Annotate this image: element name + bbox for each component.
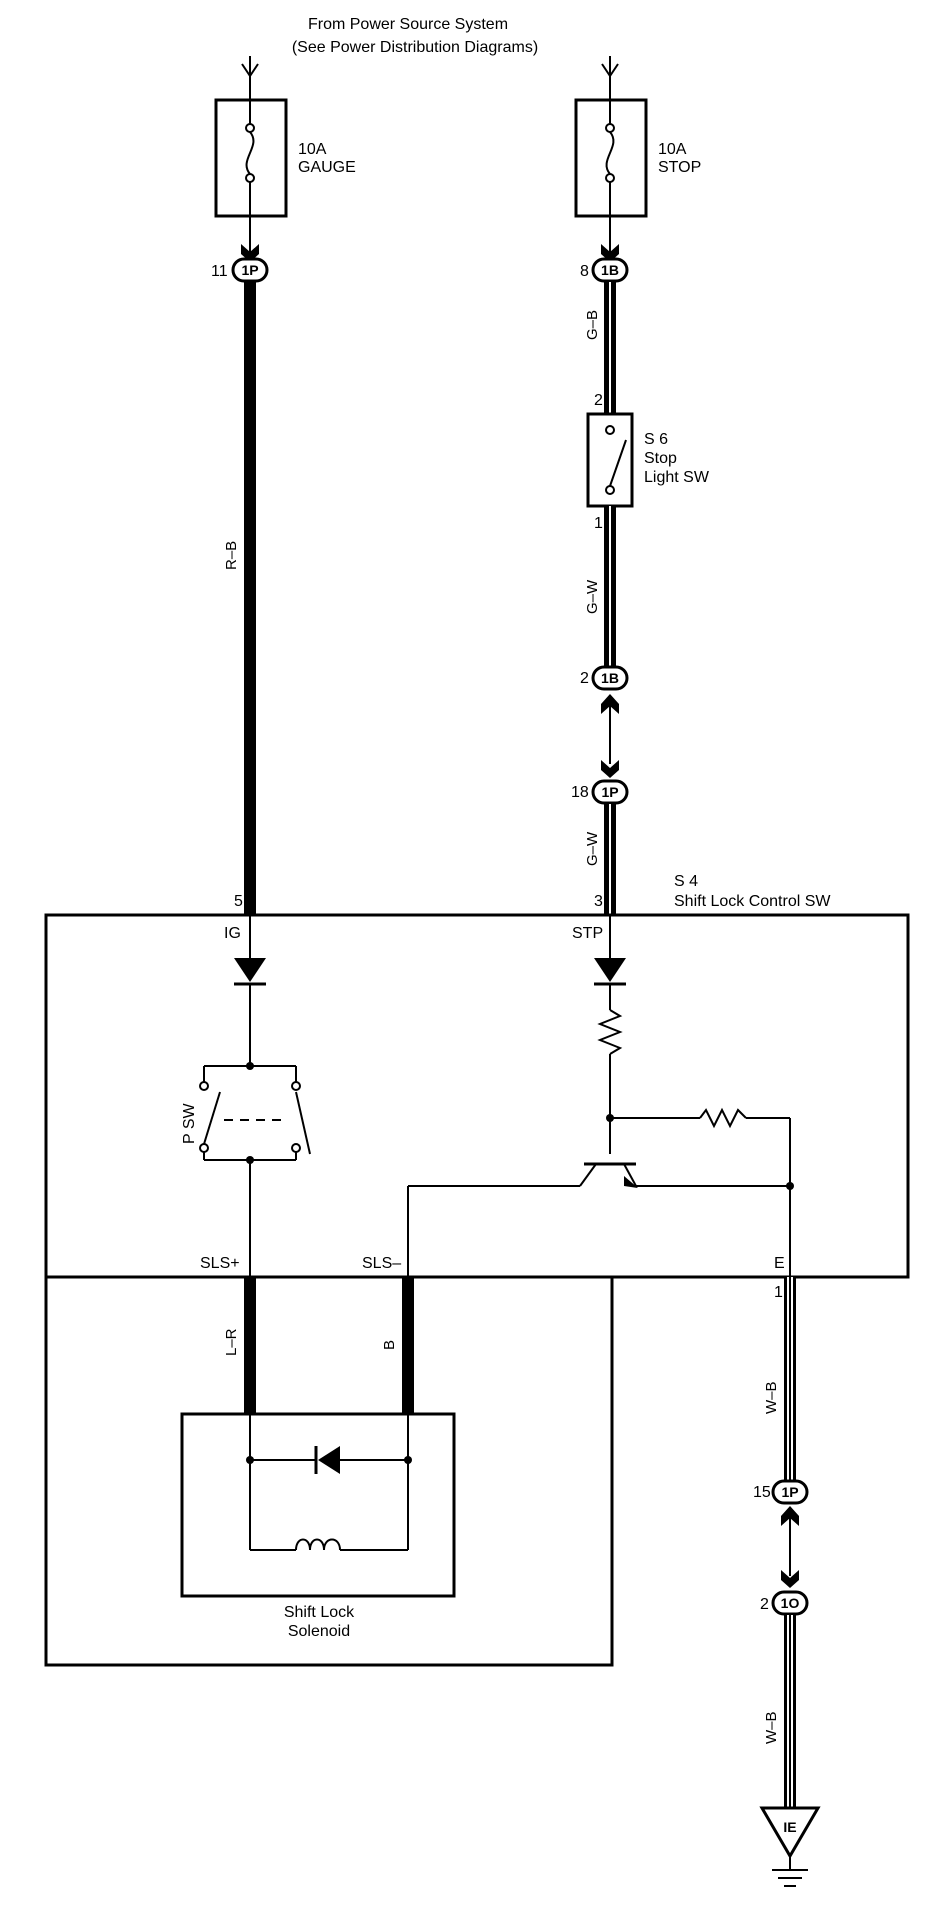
stop-light-switch <box>586 412 634 508</box>
solenoid-coil-icon <box>295 1538 341 1551</box>
terminal-ig: IG <box>224 925 241 942</box>
fuse-stop <box>574 98 648 218</box>
solenoid-diode-icon <box>314 1446 340 1474</box>
wire-label-g-w-1: G–W <box>584 579 601 614</box>
solenoid-name-2: Solenoid <box>288 1623 350 1640</box>
fuse-gauge-name: GAUGE <box>298 159 356 176</box>
svg-text:2: 2 <box>580 670 589 687</box>
svg-text:IE: IE <box>783 1819 796 1835</box>
s6-pin-top: 2 <box>594 392 603 409</box>
wire-label-b: B <box>381 1340 398 1350</box>
s6-code: S 6 <box>644 431 668 448</box>
svg-text:1O: 1O <box>781 1595 800 1611</box>
power-input-arrow-right <box>601 56 619 100</box>
connector-arrow-icon <box>601 760 619 778</box>
s4-name: Shift Lock Control SW <box>674 893 831 910</box>
terminal-sls-plus: SLS+ <box>200 1255 240 1272</box>
connector-arrow-icon <box>781 1570 799 1588</box>
fuse-stop-name: STOP <box>658 159 701 176</box>
park-switch-label: P SW <box>181 1103 198 1145</box>
diode-stp-icon <box>594 958 626 986</box>
s4-pin-e: 1 <box>774 1284 783 1301</box>
connector-15-1p: 15 1P <box>753 1479 809 1505</box>
park-switch <box>199 1065 311 1161</box>
wire-label-w-b-1: W–B <box>763 1381 780 1414</box>
fuse-gauge <box>214 98 288 218</box>
solenoid-name-1: Shift Lock <box>284 1604 355 1621</box>
wire-label-r-b: R–B <box>223 541 240 570</box>
svg-text:2: 2 <box>760 1596 769 1613</box>
s4-code: S 4 <box>674 873 698 890</box>
terminal-stp: STP <box>572 925 603 942</box>
transistor-icon <box>579 1118 790 1187</box>
ground-point: IE <box>759 1806 821 1859</box>
svg-text:8: 8 <box>580 263 589 280</box>
shift-lock-solenoid <box>180 1412 456 1598</box>
svg-text:1P: 1P <box>241 262 258 278</box>
resistor-stp-icon <box>597 1009 623 1055</box>
wire-label-g-w-2: G–W <box>584 831 601 866</box>
solenoid-enclosure <box>44 1275 614 1667</box>
svg-text:18: 18 <box>571 784 589 801</box>
s4-pin-stp: 3 <box>594 893 603 910</box>
connector-8-1b: 8 1B <box>580 257 629 283</box>
wire-label-l-r: L–R <box>223 1328 240 1356</box>
svg-text:1P: 1P <box>781 1484 798 1500</box>
source-title: From Power Source System <box>308 16 508 33</box>
fuse-gauge-rating: 10A <box>298 141 327 158</box>
s4-pin-ig: 5 <box>234 893 243 910</box>
s6-pin-bottom: 1 <box>594 515 603 532</box>
shift-lock-control-box <box>44 913 910 1279</box>
power-input-arrow-left <box>241 56 259 100</box>
source-subtitle: (See Power Distribution Diagrams) <box>292 39 538 56</box>
svg-text:15: 15 <box>753 1484 771 1501</box>
resistor-bias-icon <box>699 1107 747 1129</box>
terminal-sls-minus: SLS– <box>362 1255 401 1272</box>
svg-text:1P: 1P <box>601 784 618 800</box>
svg-text:1B: 1B <box>601 670 619 686</box>
svg-text:11: 11 <box>211 263 228 280</box>
svg-text:1B: 1B <box>601 262 619 278</box>
wire-label-w-b-2: W–B <box>763 1711 780 1744</box>
connector-2-1b: 2 1B <box>580 665 629 691</box>
terminal-e: E <box>774 1255 785 1272</box>
connector-11-1p: 11 1P <box>211 257 269 283</box>
connector-2-1o: 2 1O <box>760 1590 809 1616</box>
diode-ig-icon <box>234 958 266 986</box>
connector-18-1p: 18 1P <box>571 779 629 805</box>
transistor-emitter-arrow-icon <box>624 1176 638 1188</box>
s6-name-2: Light SW <box>644 469 710 486</box>
ground-icon <box>772 1856 808 1887</box>
s6-name-1: Stop <box>644 450 677 467</box>
wire-label-g-b: G–B <box>584 310 601 340</box>
fuse-stop-rating: 10A <box>658 141 687 158</box>
